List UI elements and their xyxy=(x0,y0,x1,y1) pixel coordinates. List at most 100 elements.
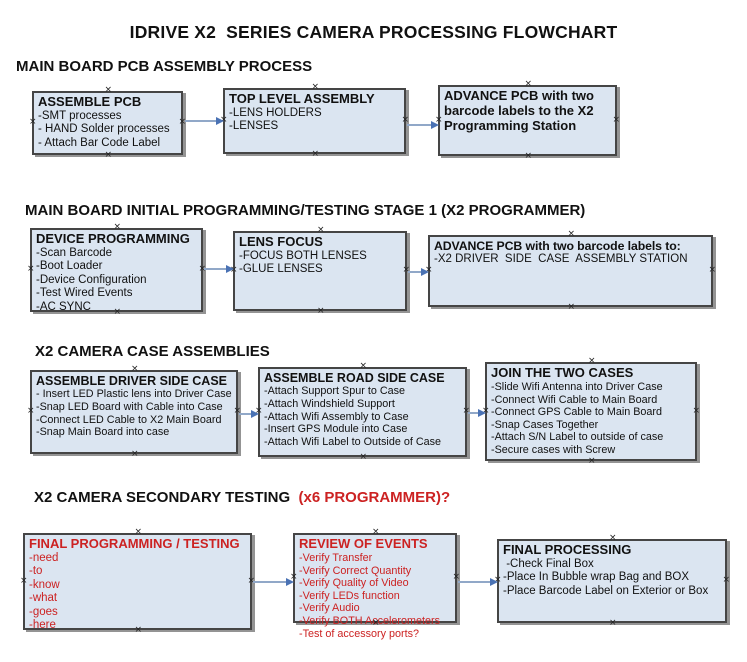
connection-point-marker: × xyxy=(588,456,596,466)
connection-point-marker: × xyxy=(29,117,37,127)
section-header-pcb-assembly: MAIN BOARD PCB ASSEMBLY PROCESS xyxy=(16,58,313,75)
box-lines: -Check Final Box-Place In Bubble wrap Ba… xyxy=(503,558,721,598)
box-line: -Check Final Box xyxy=(503,557,594,570)
box-line: -Snap Main Board into case xyxy=(36,426,170,439)
connection-point-marker: × xyxy=(612,114,620,125)
arrow-line xyxy=(468,412,479,414)
box-line: -Slide Wifi Antenna into Driver Case xyxy=(491,380,663,393)
page-title: IDRIVE X2 SERIES CAMERA PROCESSING FLOWC… xyxy=(129,22,618,42)
box-line: -Verify LEDs function xyxy=(299,589,400,602)
box-line: -Verify Quality of Video xyxy=(299,577,409,590)
connection-point-marker: × xyxy=(708,265,716,275)
flow-box-advance-pcb-programming-station[interactable]: ADVANCE PCB with two barcode labels to t… xyxy=(435,80,620,161)
box-line: -Verify Transfer xyxy=(299,551,373,564)
box-line: -Connect GPS Cable to Main Board xyxy=(491,406,663,419)
flow-box-final-programming-testing[interactable]: FINAL PROGRAMMING / TESTING -need-to-kno… xyxy=(20,528,255,635)
box-line: -Snap LED Board with Cable into Case xyxy=(36,401,223,413)
arrow-right-icon xyxy=(216,117,224,125)
box-line: -Place In Bubble wrap Bag and BOX xyxy=(503,571,690,584)
box-line: -Secure cases with Screw xyxy=(491,444,616,457)
box-line: -Scan Barcode xyxy=(36,246,113,259)
flow-box-assemble-road-side-case[interactable]: ASSEMBLE ROAD SIDE CASE -Attach Support … xyxy=(255,362,470,462)
box-line: -Connect LED Cable to X2 Main Board xyxy=(36,413,222,426)
connection-point-marker: × xyxy=(609,618,617,628)
connection-point-marker: × xyxy=(131,364,139,374)
section-header-initial-programming: MAIN BOARD INITIAL PROGRAMMING/TESTING S… xyxy=(25,202,586,219)
box-lines: -need-to-know-what-goes-here xyxy=(29,552,246,633)
box-line: -Snap Cases Together xyxy=(491,418,599,431)
box-line: -LENSES xyxy=(229,120,279,133)
box-title: FINAL PROCESSING xyxy=(503,542,632,557)
section-header-case-assemblies: X2 CAMERA CASE ASSEMBLIES xyxy=(35,343,270,360)
box-title: ADVANCE PCB with two barcode labels to t… xyxy=(444,88,598,133)
box-line: -goes xyxy=(29,605,58,618)
connection-point-marker: × xyxy=(722,575,730,585)
flow-box-assemble-driver-side-case[interactable]: ASSEMBLE DRIVER SIDE CASE - Insert LED P… xyxy=(27,365,241,459)
arrow-right-icon xyxy=(226,265,234,273)
box-title: ASSEMBLE ROAD SIDE CASE xyxy=(264,371,445,385)
box-line: -SMT processes xyxy=(38,109,122,122)
arrow-line xyxy=(185,120,217,122)
section-header-secondary-testing-black: X2 CAMERA SECONDARY TESTING xyxy=(34,489,295,506)
box-line: -Test of accessory ports? xyxy=(299,627,420,640)
box-lines: -Slide Wifi Antenna into Driver Case -Con… xyxy=(491,381,691,457)
arrow-line xyxy=(239,413,252,415)
box-line: -GLUE LENSES xyxy=(239,263,323,276)
flow-box-join-the-two-cases[interactable]: JOIN THE TWO CASES -Slide Wifi Antenna i… xyxy=(482,357,700,466)
box-lines: -SMT processes- HAND Solder processes- A… xyxy=(38,110,177,150)
box-lines: - Insert LED Plastic lens into Driver Ca… xyxy=(36,388,232,439)
box-line: -here xyxy=(29,619,56,632)
arrow-right-icon xyxy=(421,268,429,276)
box-line: -Place Barcode Label on Exterior or Box xyxy=(503,584,709,597)
connection-point-marker: × xyxy=(524,151,533,161)
box-line: -Verify Audio xyxy=(299,602,360,615)
arrow-line xyxy=(408,271,422,273)
box-line: -FOCUS BOTH LENSES xyxy=(239,249,367,262)
connection-point-marker: × xyxy=(567,229,576,239)
box-title: JOIN THE TWO CASES xyxy=(491,365,634,380)
box-line: -Attach Windshield Support xyxy=(264,398,395,410)
arrow-line xyxy=(458,581,491,583)
connection-point-marker: × xyxy=(104,150,113,160)
box-lines: -X2 DRIVER SIDE CASE ASSEMBLY STATION xyxy=(434,253,707,266)
arrow-right-icon xyxy=(431,121,439,129)
box-title: REVIEW OF EVENTS xyxy=(299,536,428,551)
box-line: -need xyxy=(29,551,59,564)
box-lines: -Scan Barcode-Boot Loader-Device Configu… xyxy=(36,247,197,314)
section-header-secondary-testing: X2 CAMERA SECONDARY TESTING (x6 PROGRAMM… xyxy=(34,489,450,506)
connection-point-marker: × xyxy=(27,406,35,416)
arrow-right-icon xyxy=(478,409,486,417)
box-lines: -Attach Support Spur to Case-Attach Wind… xyxy=(264,385,461,448)
connection-point-marker: × xyxy=(359,361,368,371)
arrow-right-icon xyxy=(286,578,294,586)
box-line: -know xyxy=(29,578,60,591)
arrow-line xyxy=(253,581,287,583)
flow-box-final-processing[interactable]: FINAL PROCESSING -Check Final Box-Place … xyxy=(494,534,730,628)
box-lines: -FOCUS BOTH LENSES-GLUE LENSES xyxy=(239,250,401,277)
box-title: DEVICE PROGRAMMING xyxy=(36,231,190,246)
box-line: -Test Wired Events xyxy=(36,287,133,300)
arrow-line xyxy=(407,124,432,126)
box-line: -what xyxy=(29,592,58,605)
box-line: -Attach Wifi Assembly to Case xyxy=(264,410,409,423)
box-lines: -Verify Transfer-Verify Correct Quantity… xyxy=(299,552,451,640)
box-line: -Attach Support Spur to Case xyxy=(264,385,406,398)
box-line: -to xyxy=(29,565,43,578)
connection-point-marker: × xyxy=(311,149,320,159)
section-header-secondary-testing-red: (x6 PROGRAMMER)? xyxy=(294,489,451,506)
flow-box-assemble-pcb[interactable]: ASSEMBLE PCB -SMT processes- HAND Solder… xyxy=(29,86,186,160)
box-line: - HAND Solder processes xyxy=(38,123,170,136)
box-title: ADVANCE PCB with two barcode labels to: xyxy=(434,239,681,253)
box-title: ASSEMBLE PCB xyxy=(38,94,142,109)
box-line: - Insert LED Plastic lens into Driver Ca… xyxy=(36,388,232,401)
box-title: TOP LEVEL ASSEMBLY xyxy=(229,91,375,106)
flow-box-top-level-assembly[interactable]: TOP LEVEL ASSEMBLY -LENS HOLDERS-LENSES … xyxy=(220,83,409,159)
flow-box-advance-pcb-driver-side[interactable]: ADVANCE PCB with two barcode labels to: … xyxy=(425,230,716,312)
flow-box-lens-focus[interactable]: LENS FOCUS -FOCUS BOTH LENSES-GLUE LENSE… xyxy=(230,226,410,316)
flow-box-device-programming[interactable]: DEVICE PROGRAMMING -Scan Barcode-Boot Lo… xyxy=(27,223,206,317)
box-line: -Attach Wifi Label to Outside of Case xyxy=(264,435,442,448)
flow-box-review-of-events[interactable]: REVIEW OF EVENTS -Verify Transfer-Verify… xyxy=(290,528,460,640)
box-line: -Verify Correct Quantity xyxy=(299,564,412,577)
box-lines: -LENS HOLDERS-LENSES xyxy=(229,107,400,134)
